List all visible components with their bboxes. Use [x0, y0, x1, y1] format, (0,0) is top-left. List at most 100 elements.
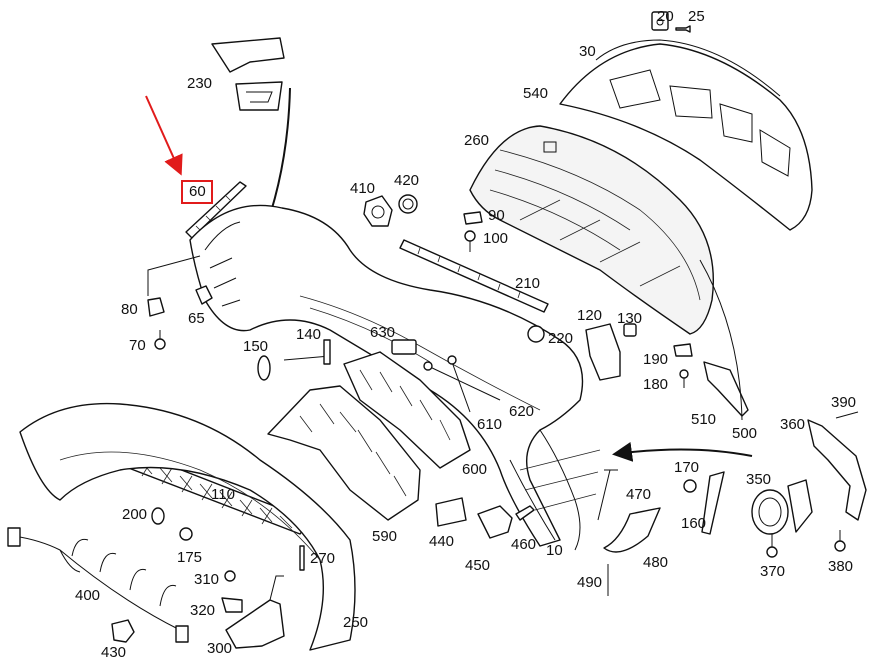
leader-500 [699, 259, 743, 421]
part-540-lower-panel [559, 43, 813, 231]
label-190: 190 [643, 351, 669, 368]
leader-80 [147, 255, 201, 296]
label-30: 30 [579, 43, 596, 60]
label-590: 590 [372, 528, 398, 545]
label-470: 470 [626, 486, 652, 503]
label-420: 420 [394, 172, 420, 189]
label-60: 60 [189, 183, 206, 200]
part-175-nut [179, 527, 193, 541]
label-160: 160 [681, 515, 707, 532]
part-25-screw [675, 25, 691, 33]
part-230-foam-inserts [211, 37, 285, 111]
label-260: 260 [464, 132, 490, 149]
label-220: 220 [548, 330, 574, 347]
label-510: 510 [691, 411, 717, 428]
label-140: 140 [296, 326, 322, 343]
part-390-bolt [835, 411, 859, 419]
highlight-box-60 [181, 180, 213, 204]
label-490: 490 [577, 574, 603, 591]
part-90-nut [463, 211, 483, 225]
part-620-rod [423, 361, 501, 401]
label-210: 210 [515, 275, 541, 292]
part-440-module [435, 497, 467, 527]
label-410: 410 [350, 180, 376, 197]
label-610: 610 [477, 416, 503, 433]
part-430-sensor [111, 619, 135, 643]
part-380-screw [834, 530, 846, 552]
part-80-bracket [147, 297, 165, 317]
highlight-pointer-arrow [145, 95, 183, 176]
label-500: 500 [732, 425, 758, 442]
part-150-washer [257, 355, 271, 381]
part-460-pin [515, 505, 535, 521]
label-370: 370 [760, 563, 786, 580]
part-360-bracket [807, 419, 867, 521]
part-60-trim-strip [185, 181, 247, 239]
part-65-clip [195, 285, 213, 305]
part-220-grommet [527, 325, 545, 343]
label-350: 350 [746, 471, 772, 488]
part-410-sensor-holder [363, 195, 393, 227]
label-250: 250 [343, 614, 369, 631]
part-30-seal-strip [595, 39, 781, 97]
part-600-bracket [343, 351, 471, 469]
part-260-inner-panel [469, 125, 715, 335]
part-310-screw [224, 570, 236, 582]
label-400: 400 [75, 587, 101, 604]
label-480: 480 [643, 554, 669, 571]
label-175: 175 [177, 549, 203, 566]
label-130: 130 [617, 310, 643, 327]
part-140-rod [283, 339, 331, 365]
label-80: 80 [121, 301, 138, 318]
label-270: 270 [310, 550, 336, 567]
label-450: 450 [465, 557, 491, 574]
label-320: 320 [190, 602, 216, 619]
label-440: 440 [429, 533, 455, 550]
label-150: 150 [243, 338, 269, 355]
label-300: 300 [207, 640, 233, 657]
label-360: 360 [780, 416, 806, 433]
label-70: 70 [129, 337, 146, 354]
part-170-grommet [683, 479, 697, 493]
label-620: 620 [509, 403, 535, 420]
part-320-clip [221, 597, 243, 613]
label-25: 25 [688, 8, 705, 25]
part-130-clip [623, 323, 637, 337]
label-380: 380 [828, 558, 854, 575]
label-630: 630 [370, 324, 396, 341]
part-160-strip [701, 471, 725, 535]
label-180: 180 [643, 376, 669, 393]
label-10: 10 [546, 542, 563, 559]
label-110: 110 [211, 486, 235, 503]
part-70-screw [154, 330, 166, 350]
part-370-screw [766, 534, 778, 558]
part-300-bracket [225, 575, 285, 649]
label-100: 100 [483, 230, 509, 247]
label-20: 20 [657, 8, 674, 25]
part-210-reinforcement-strip [399, 239, 549, 313]
label-540: 540 [523, 85, 549, 102]
part-120-bracket [585, 323, 621, 381]
part-630-connector [391, 339, 417, 355]
part-470-rod [597, 469, 618, 521]
part-250-lower-bumper [19, 402, 356, 651]
label-430: 430 [101, 644, 127, 661]
part-350-exhaust-trim [751, 479, 813, 535]
part-180-screw [679, 369, 689, 388]
label-230: 230 [187, 75, 213, 92]
label-120: 120 [577, 307, 603, 324]
label-200: 200 [122, 506, 148, 523]
part-400-wiring-harness [7, 527, 189, 643]
part-450-bracket [477, 505, 513, 539]
label-310: 310 [194, 571, 220, 588]
part-610-rod [447, 355, 471, 413]
part-420-sensor-ring [398, 194, 418, 214]
part-590-bracket [267, 385, 421, 521]
part-200-washer [151, 507, 165, 525]
label-90: 90 [488, 207, 505, 224]
label-65: 65 [188, 310, 205, 327]
part-480-cover [603, 507, 661, 553]
part-100-screw [464, 230, 476, 252]
part-10-bumper-cover [189, 204, 601, 551]
